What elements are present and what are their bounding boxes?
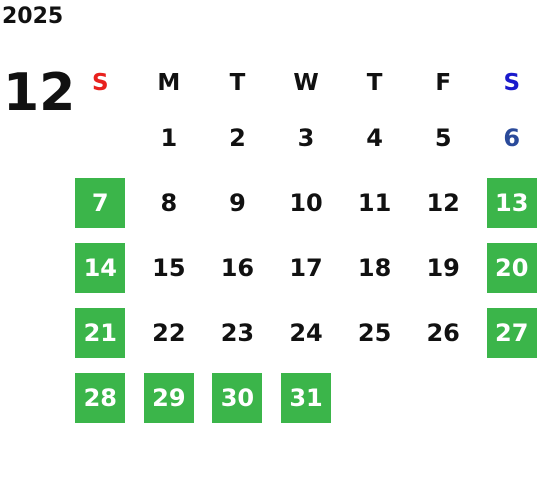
day-cell-sun: 14 [66,235,135,300]
weekday-fri: F [435,69,452,96]
date-1[interactable]: 1 [160,123,178,152]
empty-date [75,113,125,163]
date-12[interactable]: 12 [426,188,460,217]
weekday-wed: W [293,69,319,96]
date-26[interactable]: 26 [426,318,460,347]
week-row: 14 15 16 17 18 19 20 [66,235,546,300]
date-7[interactable]: 7 [75,177,126,228]
date-15[interactable]: 15 [152,253,186,282]
day-cell-fri: 19 [409,235,478,300]
date-14[interactable]: 14 [75,242,126,293]
day-cell-fri: 26 [409,300,478,365]
day-cell-tue: 16 [203,235,272,300]
date-23[interactable]: 23 [220,318,255,347]
weekday-header-row: S M T W T F S [66,60,546,105]
day-cell-mon: 22 [135,300,204,365]
date-18[interactable]: 18 [357,253,392,282]
date-8[interactable]: 8 [160,188,178,217]
date-17[interactable]: 17 [289,253,323,282]
day-cell-mon: 1 [135,105,204,170]
day-cell-sun [66,105,135,170]
day-cell-sat: 13 [477,170,546,235]
day-cell-sat: 20 [477,235,546,300]
day-cell-thu: 18 [340,235,409,300]
empty-date [350,373,400,423]
month-label: 12 [3,63,76,123]
day-cell-fri: 5 [409,105,478,170]
date-28[interactable]: 28 [75,372,126,423]
empty-date [418,373,468,423]
day-cell-thu [340,365,409,430]
day-cell-sun: 21 [66,300,135,365]
date-11[interactable]: 11 [357,188,392,217]
weekday-sun: S [92,69,109,96]
year-label: 2025 [2,4,64,29]
day-cell-sat [477,365,546,430]
date-9[interactable]: 9 [229,188,246,217]
date-22[interactable]: 22 [152,318,186,347]
day-cell-mon: 8 [135,170,204,235]
day-cell-thu: 11 [340,170,409,235]
week-row: 7 8 9 10 11 12 13 [66,170,546,235]
date-2[interactable]: 2 [229,123,246,152]
day-cell-wed: 24 [272,300,341,365]
weekday-tue: T [229,69,246,96]
day-cell-wed: 17 [272,235,341,300]
date-4[interactable]: 4 [366,123,383,152]
day-cell-wed: 31 [272,365,341,430]
day-cell-tue: 23 [203,300,272,365]
date-27[interactable]: 27 [486,307,537,358]
day-cell-tue: 30 [203,365,272,430]
day-cell-fri [409,365,478,430]
day-cell-sat: 27 [477,300,546,365]
day-cell-thu: 4 [340,105,409,170]
weekday-sat: S [503,69,521,96]
date-10[interactable]: 10 [289,188,323,217]
day-cell-sun: 7 [66,170,135,235]
day-cell-tue: 9 [203,170,272,235]
date-29[interactable]: 29 [143,372,194,423]
date-13[interactable]: 13 [486,177,537,228]
date-24[interactable]: 24 [289,318,323,347]
day-cell-wed: 3 [272,105,341,170]
week-row: 1 2 3 4 5 6 [66,105,546,170]
date-31[interactable]: 31 [281,372,332,423]
day-cell-tue: 2 [203,105,272,170]
day-cell-mon: 29 [135,365,204,430]
date-3[interactable]: 3 [297,123,315,152]
day-cell-thu: 25 [340,300,409,365]
date-5[interactable]: 5 [434,123,452,152]
day-cell-sun: 28 [66,365,135,430]
date-21[interactable]: 21 [75,307,126,358]
date-20[interactable]: 20 [486,242,537,293]
day-cell-wed: 10 [272,170,341,235]
day-cell-mon: 15 [135,235,204,300]
date-6[interactable]: 6 [503,123,521,152]
weekday-thu: T [366,69,383,96]
day-cell-sat: 6 [477,105,546,170]
date-30[interactable]: 30 [212,372,263,423]
day-cell-fri: 12 [409,170,478,235]
date-25[interactable]: 25 [357,318,392,347]
week-row: 21 22 23 24 25 26 27 [66,300,546,365]
date-19[interactable]: 19 [426,253,460,282]
empty-date [487,373,537,423]
week-row: 28 29 30 31 [66,365,546,430]
date-16[interactable]: 16 [220,253,255,282]
weekday-mon: M [157,69,181,96]
